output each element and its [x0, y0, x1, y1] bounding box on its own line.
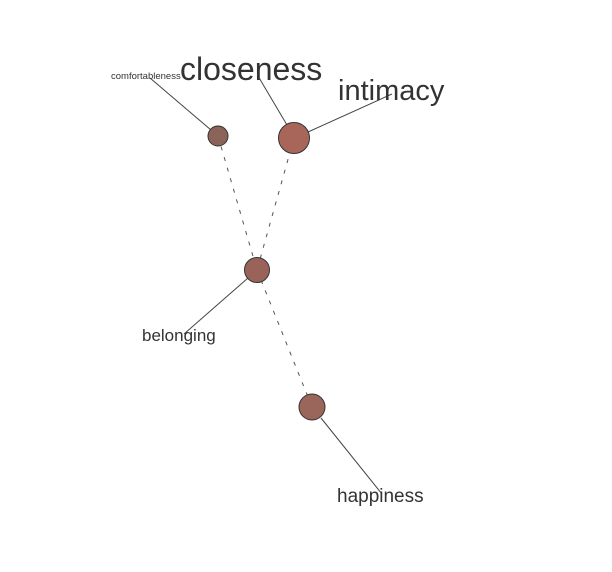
leader-comfortableness	[149, 77, 212, 131]
node-belonging	[244, 257, 270, 283]
nodes-layer	[207, 122, 326, 421]
node-comfortableness	[207, 125, 229, 147]
label-intimacy: intimacy	[338, 75, 445, 107]
edge-comfortableness-belonging	[217, 135, 258, 271]
label-happiness: happiness	[337, 486, 424, 507]
label-closeness: closeness	[180, 51, 322, 87]
node-closeness	[278, 122, 310, 154]
label-comfortableness: comfortableness	[111, 71, 181, 82]
node-happiness	[298, 393, 326, 421]
leader-happiness	[320, 417, 383, 495]
leader-closeness	[257, 75, 288, 126]
labels-layer: comfortableness closeness intimacy belon…	[111, 51, 445, 507]
label-belonging: belonging	[142, 326, 216, 345]
edges-layer	[217, 135, 313, 408]
leader-belonging	[183, 277, 249, 335]
leaders-layer	[149, 75, 393, 495]
edge-belonging-happiness	[256, 269, 313, 408]
leader-intimacy	[307, 93, 393, 133]
edge-closeness-belonging	[256, 137, 295, 271]
